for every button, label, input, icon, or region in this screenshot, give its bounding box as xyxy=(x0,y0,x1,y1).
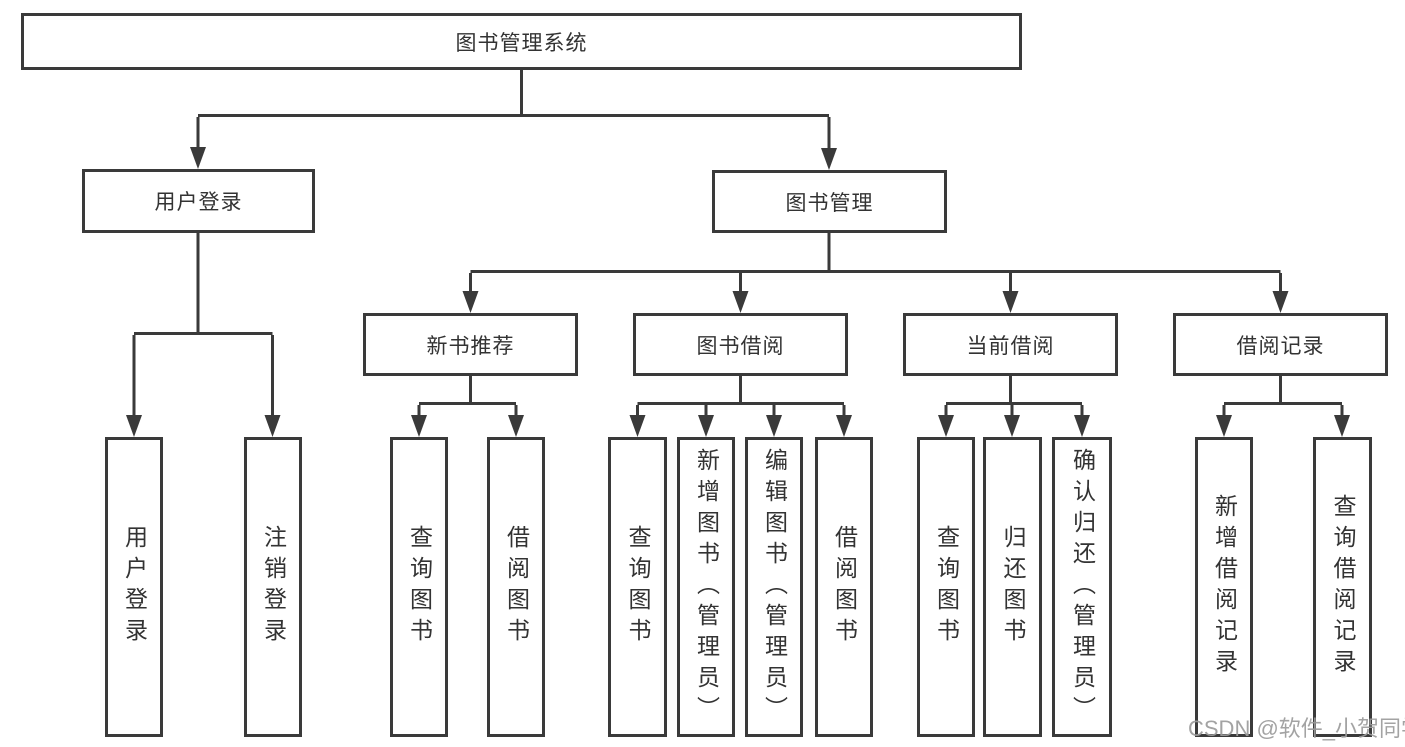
leaf-user-login: 用户登录 xyxy=(105,437,163,737)
connector-userlogin-to-leaves xyxy=(126,233,281,437)
connector-borrowrecords-to-leaves xyxy=(1216,376,1350,437)
node-root-label: 图书管理系统 xyxy=(455,31,588,55)
connector-bookborrow-to-leaves xyxy=(629,376,852,437)
leaf-records-add-borrow-record-label: 新增借阅记录 xyxy=(1211,494,1238,680)
node-borrowing-records-label: 借阅记录 xyxy=(1236,334,1325,358)
leaf-newbookrec-query-books: 查询图书 xyxy=(390,437,448,737)
leaf-bookborrow-add-books-admin-label: 新增图书（管理员） xyxy=(693,447,720,727)
node-root-library-system: 图书管理系统 xyxy=(21,13,1022,70)
leaf-records-add-borrow-record: 新增借阅记录 xyxy=(1195,437,1253,737)
node-current-borrowing: 当前借阅 xyxy=(903,313,1118,376)
leaf-currentborrow-return-books-label: 归还图书 xyxy=(1000,525,1026,649)
leaf-records-query-borrow-record: 查询借阅记录 xyxy=(1313,437,1372,737)
connector-root-to-level2 xyxy=(190,69,837,170)
leaf-currentborrow-query-books-label: 查询图书 xyxy=(933,525,960,649)
leaf-currentborrow-query-books: 查询图书 xyxy=(917,437,975,737)
leaf-bookborrow-edit-books-admin-label: 编辑图书（管理员） xyxy=(761,447,788,727)
leaf-bookborrow-query-books-label: 查询图书 xyxy=(625,525,651,649)
leaf-newbookrec-borrow-books-label: 借阅图书 xyxy=(503,525,530,649)
node-book-management-label: 图书管理 xyxy=(785,191,874,215)
leaf-currentborrow-return-books: 归还图书 xyxy=(983,437,1042,737)
leaf-records-query-borrow-record-label: 查询借阅记录 xyxy=(1330,494,1356,680)
node-current-borrowing-label: 当前借阅 xyxy=(966,334,1055,358)
leaf-bookborrow-borrow-books: 借阅图书 xyxy=(815,437,873,737)
node-new-book-recommend: 新书推荐 xyxy=(363,313,578,376)
leaf-logout: 注销登录 xyxy=(244,437,302,737)
node-user-login-branch-label: 用户登录 xyxy=(154,191,243,214)
node-book-borrowing: 图书借阅 xyxy=(633,313,848,376)
leaf-newbookrec-borrow-books: 借阅图书 xyxy=(487,437,545,737)
leaf-newbookrec-query-books-label: 查询图书 xyxy=(406,525,433,649)
leaf-user-login-label: 用户登录 xyxy=(121,525,148,649)
leaf-bookborrow-query-books: 查询图书 xyxy=(608,437,667,737)
leaf-currentborrow-confirm-return-admin-label: 确认归还（管理员） xyxy=(1069,447,1096,727)
leaf-bookborrow-borrow-books-label: 借阅图书 xyxy=(831,525,858,649)
leaf-bookborrow-edit-books-admin: 编辑图书（管理员） xyxy=(745,437,803,737)
node-borrowing-records: 借阅记录 xyxy=(1173,313,1388,376)
connector-newbookrec-to-leaves xyxy=(411,376,524,437)
leaf-currentborrow-confirm-return-admin: 确认归还（管理员） xyxy=(1052,437,1112,737)
connector-bookmgmt-to-level3 xyxy=(462,232,1289,313)
connector-currentborrow-to-leaves xyxy=(938,376,1090,437)
node-book-management: 图书管理 xyxy=(712,170,947,233)
leaf-logout-label: 注销登录 xyxy=(260,525,287,649)
node-book-borrowing-label: 图书借阅 xyxy=(696,334,785,358)
node-user-login-branch: 用户登录 xyxy=(82,169,315,233)
leaf-bookborrow-add-books-admin: 新增图书（管理员） xyxy=(677,437,735,737)
node-new-book-recommend-label: 新书推荐 xyxy=(426,334,515,358)
